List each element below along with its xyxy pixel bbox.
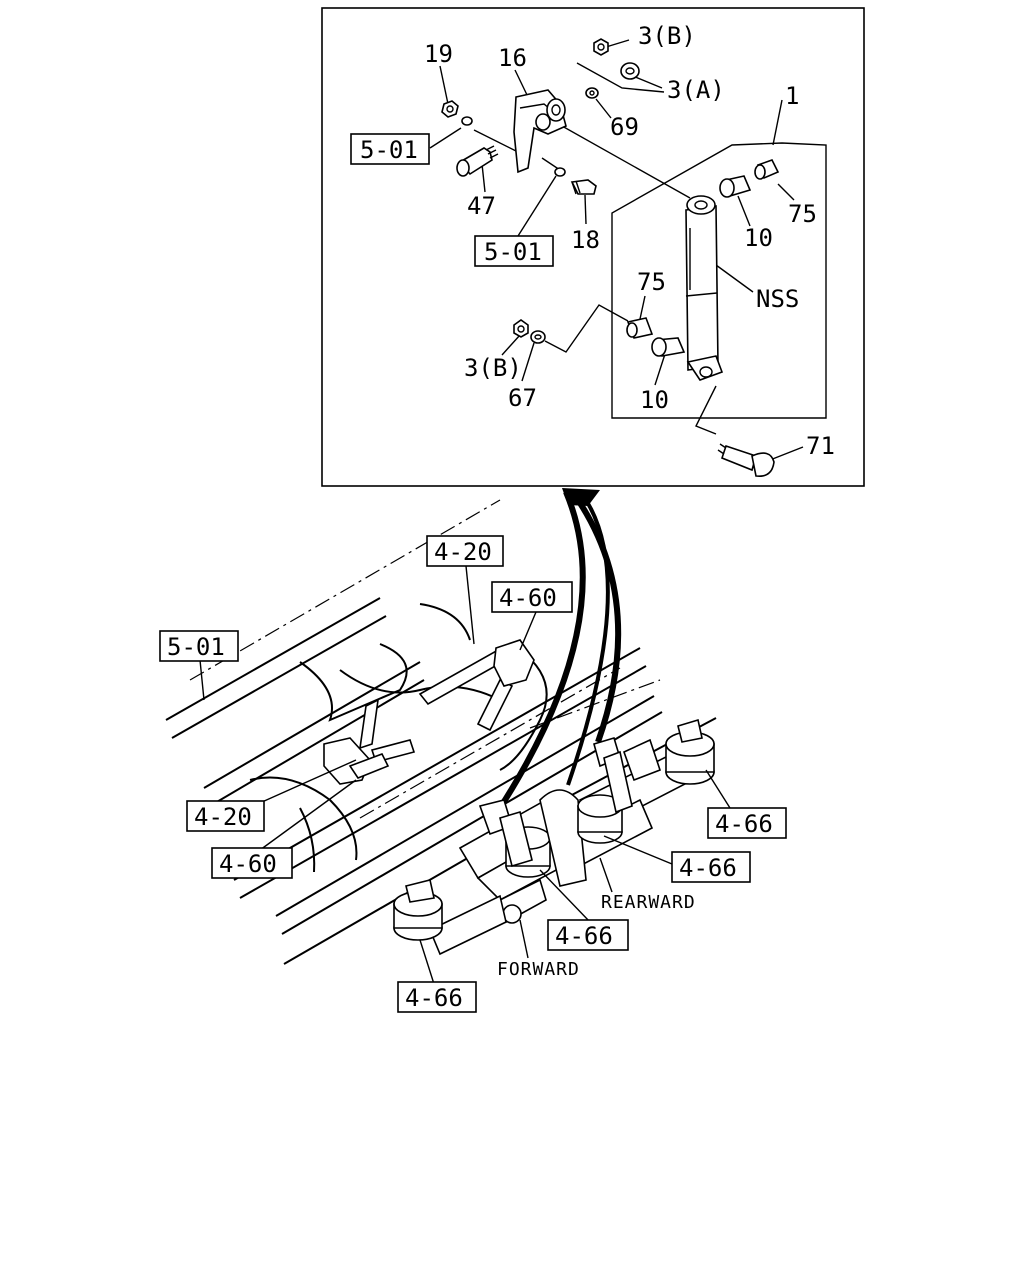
callout-3a: 3(A) bbox=[667, 76, 725, 104]
washer-69 bbox=[585, 87, 599, 99]
svg-text:4-66: 4-66 bbox=[715, 810, 773, 838]
bolt-18 bbox=[570, 179, 597, 195]
shock-assembly-front bbox=[478, 799, 533, 868]
svg-text:4-60: 4-60 bbox=[499, 584, 557, 612]
callout-19: 19 bbox=[424, 40, 453, 68]
bushing-10-top bbox=[719, 175, 752, 198]
svg-text:4-66: 4-66 bbox=[555, 922, 613, 950]
callout-75-mid: 75 bbox=[637, 268, 666, 296]
svg-text:5-01: 5-01 bbox=[167, 633, 225, 661]
washer bbox=[461, 116, 473, 126]
washer-5-01 bbox=[554, 167, 566, 177]
chassis-frame bbox=[165, 597, 717, 965]
callout-18: 18 bbox=[571, 226, 600, 254]
callout-47: 47 bbox=[467, 192, 496, 220]
centerlines bbox=[189, 499, 661, 819]
ref-box-4-66-bottom: 4-66 bbox=[397, 981, 477, 1013]
ref-box-5-01-frame: 5-01 bbox=[159, 630, 239, 662]
ref-box-5-01-a: 5-01 bbox=[350, 133, 430, 165]
shock-assembly-rear bbox=[593, 737, 633, 814]
callout-3b-top: 3(B) bbox=[638, 22, 696, 50]
svg-text:4-66: 4-66 bbox=[405, 984, 463, 1012]
callout-75-top: 75 bbox=[788, 200, 817, 228]
svg-text:4-66: 4-66 bbox=[679, 854, 737, 882]
assembly-leaders bbox=[199, 565, 731, 985]
air-spring-rear-left bbox=[577, 794, 623, 844]
svg-text:5-01: 5-01 bbox=[360, 136, 418, 164]
washer-67 bbox=[530, 330, 546, 344]
callout-10-top: 10 bbox=[744, 224, 773, 252]
upper-bracket-part bbox=[513, 89, 567, 174]
leader-lines bbox=[429, 39, 804, 461]
callout-16: 16 bbox=[498, 44, 527, 72]
callout-71: 71 bbox=[806, 432, 835, 460]
bolt-47 bbox=[456, 145, 499, 177]
shock-absorber-part bbox=[685, 195, 724, 381]
air-spring-rear-right bbox=[665, 718, 715, 785]
svg-text:5-01: 5-01 bbox=[484, 238, 542, 266]
ref-box-4-60-top: 4-60 bbox=[491, 581, 573, 613]
nut-19 bbox=[441, 100, 459, 118]
nut-3a bbox=[620, 62, 640, 80]
air-piping bbox=[323, 639, 535, 785]
callout-69: 69 bbox=[610, 113, 639, 141]
ref-box-4-20-left: 4-20 bbox=[186, 800, 265, 832]
callout-1: 1 bbox=[785, 82, 799, 110]
direction-rearward: REARWARD bbox=[601, 892, 696, 913]
detail-frame bbox=[321, 7, 865, 487]
ref-box-4-60-left: 4-60 bbox=[211, 847, 293, 879]
nut-3b-bot bbox=[513, 319, 529, 338]
air-spring-front-left bbox=[393, 879, 443, 941]
collar-75-top bbox=[754, 159, 780, 180]
direction-forward: FORWARD bbox=[497, 959, 580, 980]
ref-box-4-66-center: 4-66 bbox=[547, 919, 629, 951]
bushing-10-bot bbox=[651, 337, 686, 357]
bolt-71 bbox=[717, 443, 775, 478]
pointer-arcs bbox=[497, 488, 622, 810]
callout-nss: NSS bbox=[756, 285, 799, 313]
ref-box-4-66-mid: 4-66 bbox=[671, 851, 751, 883]
collar-75-mid bbox=[626, 317, 654, 339]
svg-text:4-20: 4-20 bbox=[434, 538, 492, 566]
svg-text:4-20: 4-20 bbox=[194, 803, 252, 831]
callout-3b-bot: 3(B) bbox=[464, 354, 522, 382]
nut-3b-top bbox=[593, 38, 609, 56]
svg-text:4-60: 4-60 bbox=[219, 850, 277, 878]
kit-bracket-1 bbox=[611, 142, 827, 419]
callout-67: 67 bbox=[508, 384, 537, 412]
callout-10-bot: 10 bbox=[640, 386, 669, 414]
ref-box-4-20-top: 4-20 bbox=[426, 535, 504, 567]
ref-box-4-66-right: 4-66 bbox=[707, 807, 787, 839]
ref-box-5-01-b: 5-01 bbox=[474, 235, 554, 267]
